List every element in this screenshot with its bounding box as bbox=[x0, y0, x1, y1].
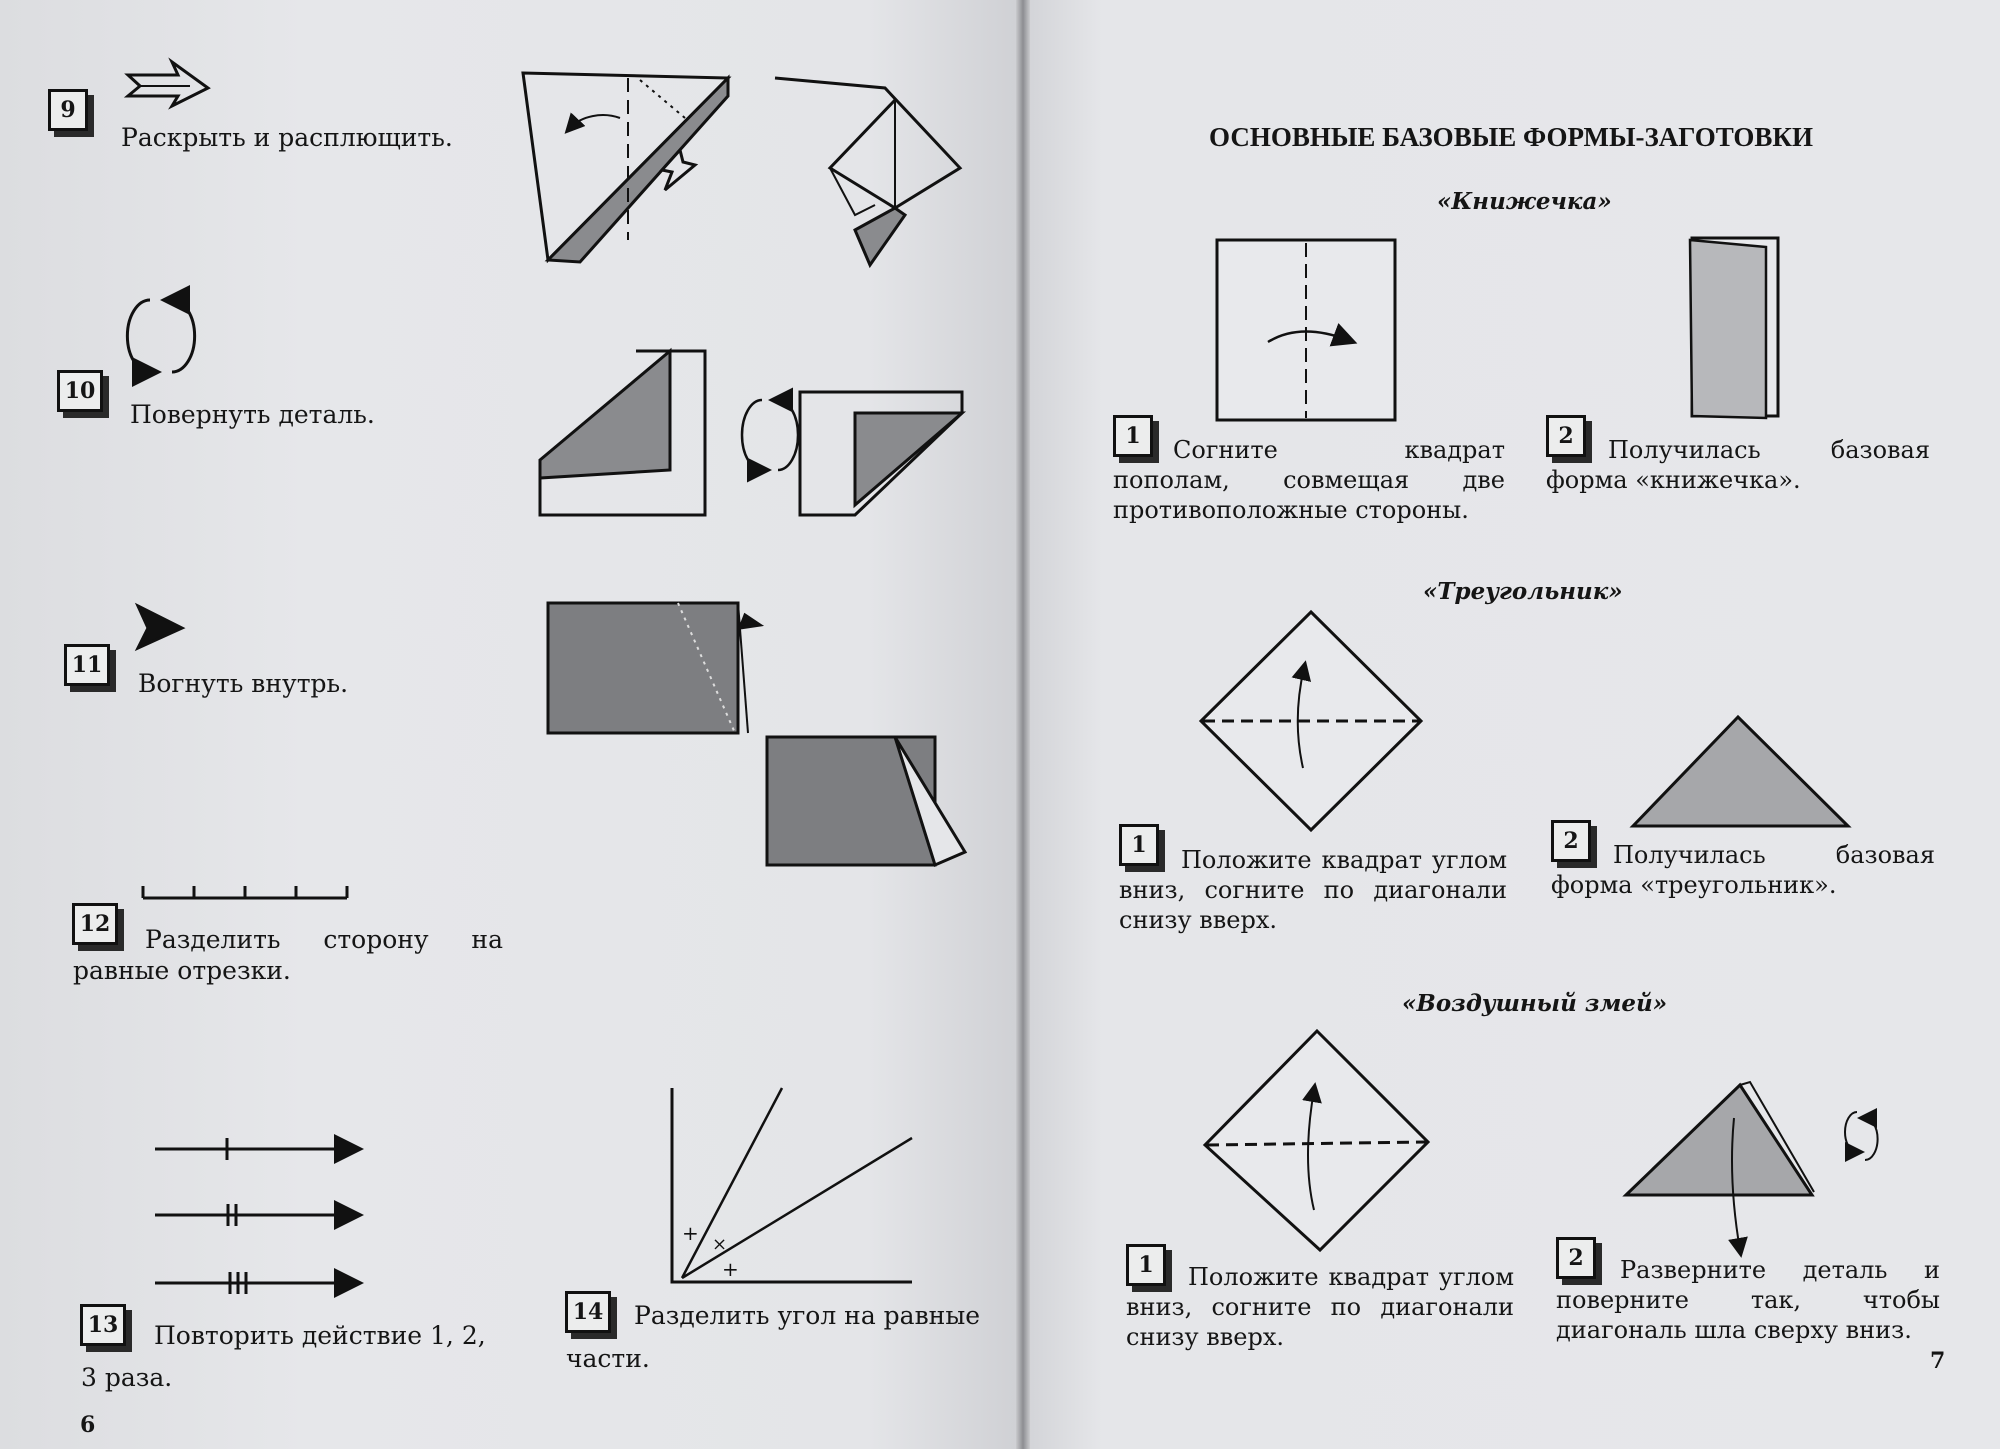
word: сторону bbox=[323, 925, 429, 954]
book-gutter bbox=[1016, 0, 1030, 1449]
legend-text-12-line1: Разделить сторону на bbox=[145, 924, 503, 955]
page-number-left: 6 bbox=[80, 1412, 96, 1438]
section-title-triangle: «Треугольник» bbox=[1423, 578, 1623, 605]
legend-number-12: 12 bbox=[72, 903, 118, 945]
step-text: Положите квадрат углом вниз, согните по … bbox=[1126, 1263, 1514, 1351]
ruler-segments-icon bbox=[141, 886, 349, 900]
diagram-kite-step2 bbox=[1622, 1080, 1815, 1258]
double-arrow-icon bbox=[123, 57, 211, 110]
step-number: 1 bbox=[1126, 1244, 1166, 1286]
diagram-triangle-step1 bbox=[1198, 609, 1424, 833]
step-text: Положите квадрат углом вниз, согните по … bbox=[1119, 846, 1507, 934]
rotate-icon bbox=[125, 285, 197, 387]
legend-text-11: Вогнуть внутрь. bbox=[138, 669, 349, 698]
legend-text-13-line1: Повторить действие 1, 2, bbox=[154, 1321, 486, 1350]
legend-text-13-line2: 3 раза. bbox=[81, 1363, 173, 1392]
svg-text:+: + bbox=[722, 1257, 739, 1281]
step-number: 2 bbox=[1556, 1237, 1596, 1279]
step-number: 2 bbox=[1551, 820, 1591, 862]
arrowhead-icon bbox=[134, 602, 186, 652]
rotate-icon bbox=[1844, 1108, 1879, 1162]
page-number-right: 7 bbox=[1930, 1348, 1946, 1374]
step-text: Получилась базовая форма «книжечка». bbox=[1546, 436, 1930, 494]
repeat-arrows-icon bbox=[155, 1134, 364, 1298]
word: Разделить bbox=[145, 925, 281, 954]
legend-text-14-line1: Разделить угол на равные bbox=[634, 1301, 981, 1330]
step-text: Получилась базовая форма «треугольник». bbox=[1551, 841, 1935, 899]
step-number: 1 bbox=[1119, 824, 1159, 866]
svg-text:×: × bbox=[712, 1234, 727, 1255]
diagram-book-step2 bbox=[1688, 236, 1780, 420]
legend-number-9: 9 bbox=[48, 89, 88, 131]
step-number: 1 bbox=[1113, 415, 1153, 457]
legend-text-9: Раскрыть и расплющить. bbox=[121, 123, 453, 152]
diagram-kite-step1 bbox=[1202, 1028, 1431, 1253]
legend-text-10: Повернуть деталь. bbox=[130, 400, 375, 429]
diagram-triangle-step2 bbox=[1629, 714, 1852, 828]
legend-number-14: 14 bbox=[565, 1291, 611, 1333]
step-text: Разверните деталь и поверните так, чтобы… bbox=[1556, 1256, 1940, 1344]
legend-number-13: 13 bbox=[80, 1304, 126, 1346]
step-number: 2 bbox=[1546, 415, 1586, 457]
diagram-open-and-flatten bbox=[521, 71, 963, 269]
legend-text-12-line2: равные отрезки. bbox=[73, 956, 291, 985]
diagram-divide-angle: + × + bbox=[670, 1087, 913, 1284]
svg-text:+: + bbox=[682, 1221, 699, 1245]
left-page bbox=[0, 0, 1022, 1449]
step-text: Согните квадрат пополам, совмещая две пр… bbox=[1113, 436, 1505, 524]
word: на bbox=[471, 925, 503, 954]
diagram-book-step1 bbox=[1215, 238, 1397, 422]
diagram-reverse-fold bbox=[546, 601, 968, 868]
section-title-kite: «Воздушный змей» bbox=[1402, 990, 1668, 1017]
legend-text-14-line2: части. bbox=[566, 1344, 650, 1373]
section-title-book: «Книжечка» bbox=[1437, 188, 1612, 215]
page-title: ОСНОВНЫЕ БАЗОВЫЕ ФОРМЫ-ЗАГОТОВКИ bbox=[1209, 122, 1813, 152]
legend-number-10: 10 bbox=[57, 370, 103, 412]
legend-number-11: 11 bbox=[64, 644, 110, 686]
diagram-turn-over bbox=[538, 347, 967, 517]
right-page bbox=[1024, 0, 2000, 1449]
